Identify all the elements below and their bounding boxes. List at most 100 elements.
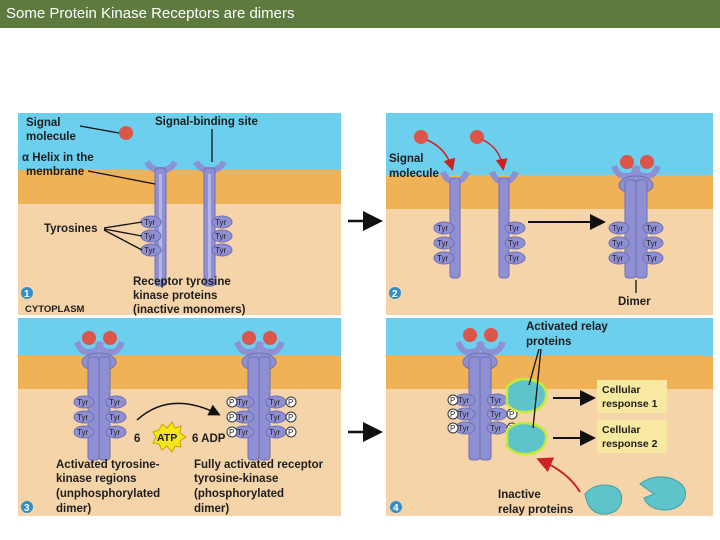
label-atp: ATP — [157, 432, 177, 444]
svg-text:Tyr: Tyr — [109, 413, 120, 422]
svg-text:Tyr: Tyr — [77, 398, 88, 407]
svg-text:Tyr: Tyr — [612, 239, 623, 248]
label-relay-1: Activated relay — [526, 321, 608, 333]
svg-text:4: 4 — [393, 503, 399, 514]
signal-molecule — [414, 130, 428, 144]
label-binding-site: Signal-binding site — [155, 116, 258, 128]
panel-2: Tyr Tyr Tyr Tyr Tyr Tyr Signal molecule — [386, 113, 713, 315]
inactive-relay-protein-2 — [639, 476, 686, 511]
receptor-monomer-right: Tyr Tyr Tyr — [193, 160, 233, 287]
label-inactive-1: Inactive — [498, 489, 541, 501]
svg-text:Tyr: Tyr — [508, 254, 519, 263]
svg-text:Tyr: Tyr — [612, 254, 623, 263]
svg-text:3: 3 — [24, 503, 30, 514]
svg-text:P: P — [229, 398, 234, 407]
label-alpha-helix-1: α Helix in the — [22, 152, 94, 164]
svg-text:Tyr: Tyr — [458, 410, 469, 419]
unphosphorylated-dimer: Tyr Tyr Tyr Tyr Tyr Tyr — [73, 331, 127, 461]
receptor-dimer: Tyr Tyr Tyr Tyr Tyr Tyr — [608, 155, 664, 279]
label-inactive-2: relay proteins — [498, 504, 573, 516]
label-receptor-1: Receptor tyrosine — [133, 276, 231, 288]
label-cytoplasm: CYTOPLASM — [25, 304, 85, 315]
svg-text:Tyr: Tyr — [144, 232, 155, 241]
label-response-2a: Cellular — [602, 424, 641, 436]
label-fully-activated-2: tyrosine-kinase — [194, 473, 278, 485]
label-alpha-helix-2: membrane — [26, 166, 84, 178]
svg-text:P: P — [509, 410, 514, 419]
svg-text:Tyr: Tyr — [646, 239, 657, 248]
svg-text:Tyr: Tyr — [458, 424, 469, 433]
svg-text:Tyr: Tyr — [237, 398, 248, 407]
svg-text:P: P — [450, 424, 455, 433]
svg-text:Tyr: Tyr — [215, 232, 226, 241]
receptor-monomer-b: Tyr Tyr Tyr — [489, 170, 526, 279]
atp-burst — [152, 421, 187, 453]
slide-title: Some Protein Kinase Receptors are dimers — [6, 5, 295, 22]
activated-relay-protein-1 — [505, 377, 548, 414]
svg-text:Tyr: Tyr — [269, 428, 280, 437]
label-receptor-3: (inactive monomers) — [133, 304, 246, 316]
label-activated-regions-2: kinase regions — [56, 473, 137, 485]
label-activated-regions-3: (unphosphorylated — [56, 488, 160, 500]
activated-relay-protein-2 — [505, 421, 548, 456]
svg-text:Tyr: Tyr — [508, 239, 519, 248]
activation-arrow — [536, 457, 581, 493]
panel-4: Tyr Tyr Tyr Tyr Tyr Tyr P P P P P P Acti… — [386, 318, 713, 516]
svg-text:Tyr: Tyr — [437, 254, 448, 263]
svg-text:Tyr: Tyr — [490, 396, 501, 405]
label-dimer: Dimer — [618, 296, 651, 308]
label-response-2b: response 2 — [602, 438, 658, 450]
svg-text:1: 1 — [24, 289, 30, 300]
svg-text:2: 2 — [392, 289, 398, 300]
svg-text:P: P — [288, 428, 293, 437]
svg-text:Tyr: Tyr — [437, 224, 448, 233]
label-fully-activated-1: Fully activated receptor — [194, 459, 324, 471]
signal-molecule — [470, 130, 484, 144]
svg-text:P: P — [288, 413, 293, 422]
step-badge-4 — [390, 501, 402, 513]
label-activated-regions-4: dimer) — [56, 503, 91, 515]
cellular-response-1-box — [597, 380, 667, 413]
svg-text:Tyr: Tyr — [237, 428, 248, 437]
svg-text:Tyr: Tyr — [77, 413, 88, 422]
signal-molecule — [119, 126, 133, 140]
svg-text:Tyr: Tyr — [144, 218, 155, 227]
svg-text:Tyr: Tyr — [215, 246, 226, 255]
label-signal-molecule-1: Signal — [26, 117, 61, 129]
label-tyrosines: Tyrosines — [44, 223, 97, 235]
svg-text:Tyr: Tyr — [646, 224, 657, 233]
phosphate-group: P P P P P P — [226, 396, 297, 438]
svg-text:Tyr: Tyr — [458, 396, 469, 405]
svg-text:Tyr: Tyr — [109, 428, 120, 437]
svg-text:P: P — [288, 398, 293, 407]
svg-text:Tyr: Tyr — [646, 254, 657, 263]
svg-text:Tyr: Tyr — [109, 398, 120, 407]
label-signal-molecule-2: molecule — [389, 168, 439, 180]
step-badge-3 — [21, 501, 33, 513]
svg-text:Tyr: Tyr — [269, 398, 280, 407]
svg-text:Tyr: Tyr — [508, 224, 519, 233]
label-activated-regions-1: Activated tyrosine- — [56, 459, 160, 471]
svg-text:P: P — [450, 396, 455, 405]
svg-text:P: P — [450, 410, 455, 419]
label-fully-activated-4: dimer) — [194, 503, 229, 515]
label-fully-activated-3: (phosphorylated — [194, 488, 284, 500]
label-response-1b: response 1 — [602, 398, 658, 410]
phosphorylated-dimer: Tyr Tyr Tyr Tyr Tyr Tyr P P P P P P — [226, 331, 297, 461]
label-relay-2: proteins — [526, 336, 571, 348]
panel-1: Tyr Tyr Tyr Tyr Tyr Tyr Signal molecule … — [18, 113, 341, 316]
step-badge-2 — [389, 287, 401, 299]
cellular-response-2-box — [597, 420, 667, 453]
inactive-relay-protein-1 — [584, 484, 623, 515]
svg-text:Tyr: Tyr — [490, 424, 501, 433]
phosphorylation-arrow — [136, 402, 221, 421]
svg-text:Tyr: Tyr — [144, 246, 155, 255]
svg-text:Tyr: Tyr — [490, 410, 501, 419]
svg-text:Tyr: Tyr — [237, 413, 248, 422]
svg-text:Tyr: Tyr — [437, 239, 448, 248]
svg-text:P: P — [229, 428, 234, 437]
receptor-monomer-a: Tyr Tyr Tyr — [433, 170, 470, 279]
label-signal-molecule-2: molecule — [26, 131, 76, 143]
svg-text:Tyr: Tyr — [215, 218, 226, 227]
